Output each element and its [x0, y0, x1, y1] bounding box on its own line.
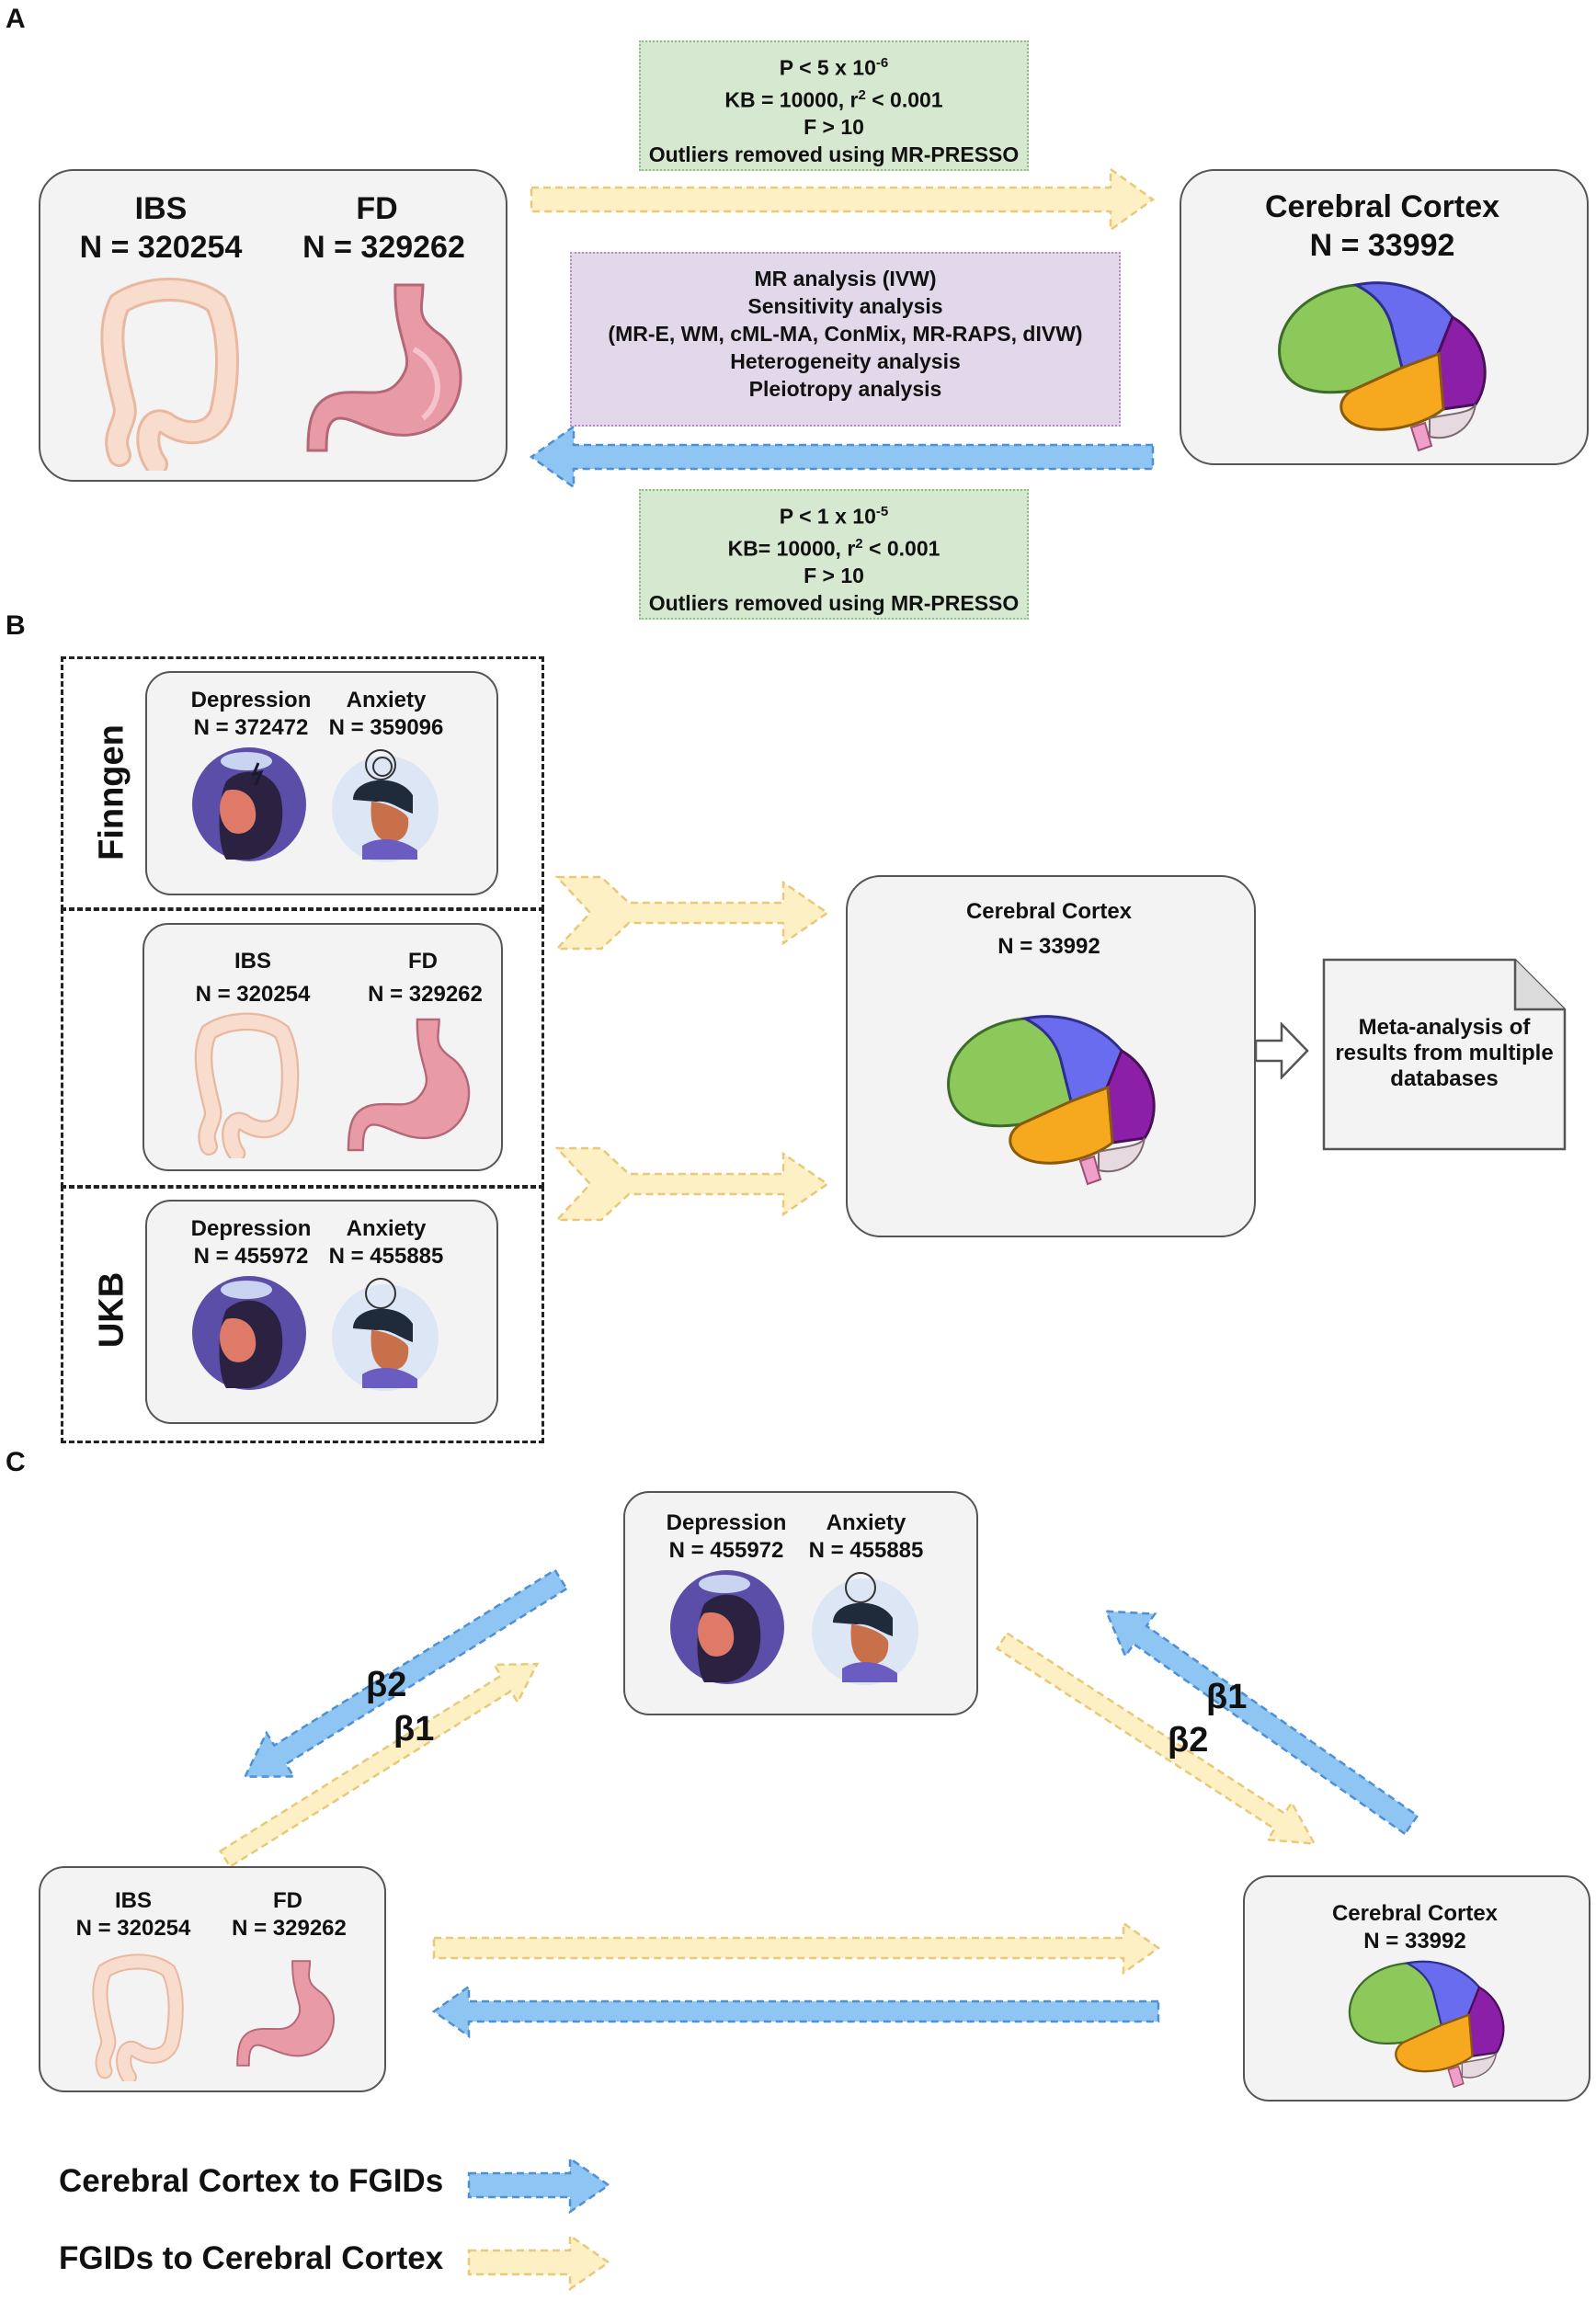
diagonal-arrows-left	[218, 1568, 569, 1869]
legend-blue-arrow	[467, 2157, 610, 2214]
c-fd-label: FD	[273, 1888, 302, 1913]
ukb-depression-n: N = 455972	[193, 1244, 309, 1269]
panel-label-a: A	[6, 4, 26, 34]
c-ibs-n: N = 320254	[75, 1916, 191, 1941]
ukb-dashed-group	[61, 1186, 544, 1443]
anxiety-icon	[812, 1572, 918, 1685]
panel-label-c: C	[6, 1447, 26, 1477]
fd-sample-size: N = 329262	[302, 230, 465, 265]
legend-yellow-label: FGIDs to Cerebral Cortex	[59, 2240, 444, 2276]
arrow-ukb-to-cortex	[555, 1146, 830, 1222]
f-stat-text: F > 10	[804, 564, 864, 588]
ukb-psych-box	[145, 1200, 498, 1424]
arrow-cortex-to-meta	[1254, 1022, 1309, 1079]
depression-icon	[670, 1570, 784, 1684]
anxiety-icon	[332, 1278, 439, 1391]
mr-analysis-text: MR analysis (IVW)	[754, 267, 937, 290]
kb-suffix: < 0.001	[865, 87, 943, 112]
fd-n-b: N = 329262	[368, 982, 483, 1007]
fd-label-b: FD	[408, 949, 438, 974]
c-cortex-label: Cerebral Cortex	[1331, 1901, 1499, 1926]
p-threshold-exponent: -5	[875, 504, 889, 519]
brain-icon-c	[1348, 1960, 1505, 2089]
c-anxiety-n: N = 455885	[808, 1538, 924, 1563]
f-stat-text: F > 10	[804, 115, 864, 140]
arrow-cortex-to-fgid-c	[432, 1984, 1160, 2039]
beta-label-left-yellow: β1	[393, 1710, 435, 1749]
finngen-anxiety-n: N = 359096	[328, 715, 444, 740]
meta-analysis-text: Meta-analysis of results from multiple d…	[1322, 1015, 1567, 1092]
sensitivity-methods-text: (MR-E, WM, cML-MA, ConMix, MR-RAPS, dIVW…	[608, 322, 1083, 346]
brain-icon-a	[1278, 281, 1487, 452]
kb-suffix: < 0.001	[862, 536, 940, 561]
stomach-icon	[347, 1018, 471, 1152]
legend-yellow-arrow	[467, 2234, 610, 2291]
kb-text: KB = 10000, r	[724, 87, 859, 112]
depression-icon	[192, 1276, 306, 1390]
cortex-label-b: Cerebral Cortex	[965, 899, 1133, 924]
finngen-depression-label: Depression	[190, 688, 312, 712]
arrow-fgid-to-cortex-a	[530, 166, 1155, 233]
cortex-n-b: N = 33992	[998, 934, 1100, 959]
cortex-label-a: Cerebral Cortex	[1264, 189, 1500, 224]
heterogeneity-analysis-text: Heterogeneity analysis	[730, 349, 961, 373]
ibs-sample-size: N = 320254	[79, 230, 243, 265]
arrow-fgid-to-cortex-c	[432, 1920, 1160, 1976]
beta-label-left-blue: β2	[366, 1666, 407, 1704]
finngen-label: Finngen	[92, 724, 131, 860]
finngen-depression-n: N = 372472	[193, 715, 309, 740]
fd-label: FD	[356, 191, 398, 226]
finngen-anxiety-label: Anxiety	[346, 688, 427, 712]
p-threshold-text: P < 5 x 10	[779, 55, 876, 80]
c-depression-label: Depression	[666, 1510, 787, 1535]
colon-icon	[100, 278, 239, 471]
ibs-label: IBS	[134, 191, 188, 226]
p-threshold-text: P < 1 x 10	[779, 504, 876, 529]
arrow-finngen-to-cortex	[555, 875, 830, 951]
anxiety-icon	[332, 749, 439, 862]
p-threshold-exponent: -6	[875, 55, 889, 71]
r2-exponent: 2	[855, 535, 863, 552]
stomach-icon	[236, 1960, 335, 2067]
brain-icon-b	[947, 1015, 1156, 1186]
outliers-text: Outliers removed using MR-PRESSO	[648, 142, 1020, 167]
ukb-anxiety-label: Anxiety	[346, 1216, 427, 1241]
beta-label-right-yellow: β2	[1168, 1721, 1209, 1760]
c-depression-n: N = 455972	[668, 1538, 784, 1563]
stomach-icon	[306, 283, 462, 452]
c-ibs-label: IBS	[114, 1888, 152, 1913]
ukb-depression-label: Depression	[190, 1216, 312, 1241]
analysis-methods-note: MR analysis (IVW) Sensitivity analysis (…	[570, 252, 1121, 427]
panel-label-b: B	[6, 610, 26, 641]
ukb-anxiety-n: N = 455885	[328, 1244, 444, 1269]
diagonal-arrows-right	[995, 1610, 1419, 1846]
depression-icon	[192, 747, 306, 861]
ukb-label: UKB	[92, 1271, 131, 1349]
beta-label-right-blue: β1	[1206, 1678, 1248, 1716]
outliers-text: Outliers removed using MR-PRESSO	[648, 591, 1020, 616]
legend-blue-label: Cerebral Cortex to FGIDs	[59, 2163, 444, 2199]
ibs-label-b: IBS	[234, 949, 271, 974]
cortex-sample-size-a: N = 33992	[1309, 228, 1455, 263]
meta-analysis-document	[1322, 958, 1567, 1151]
selection-criteria-note-bottom: P < 1 x 10-5 KB= 10000, r2 < 0.001 F > 1…	[639, 489, 1029, 620]
sensitivity-analysis-text: Sensitivity analysis	[747, 294, 943, 318]
colon-icon	[194, 1012, 300, 1158]
c-cortex-n: N = 33992	[1363, 1929, 1466, 1954]
pleiotropy-analysis-text: Pleiotropy analysis	[748, 377, 942, 401]
meta-line-3: databases	[1390, 1066, 1499, 1091]
colon-icon	[92, 1954, 184, 2081]
c-anxiety-label: Anxiety	[826, 1510, 906, 1535]
arrow-cortex-to-fgid-a	[530, 424, 1155, 490]
selection-criteria-note-top: P < 5 x 10-6 KB = 10000, r2 < 0.001 F > …	[639, 40, 1029, 171]
meta-line-1: Meta-analysis of	[1358, 1015, 1531, 1040]
meta-line-2: results from multiple	[1335, 1041, 1554, 1065]
c-fd-n: N = 329262	[232, 1916, 347, 1941]
r2-exponent: 2	[858, 86, 866, 103]
kb-text: KB= 10000, r	[727, 536, 856, 561]
ibs-n-b: N = 320254	[195, 982, 311, 1007]
